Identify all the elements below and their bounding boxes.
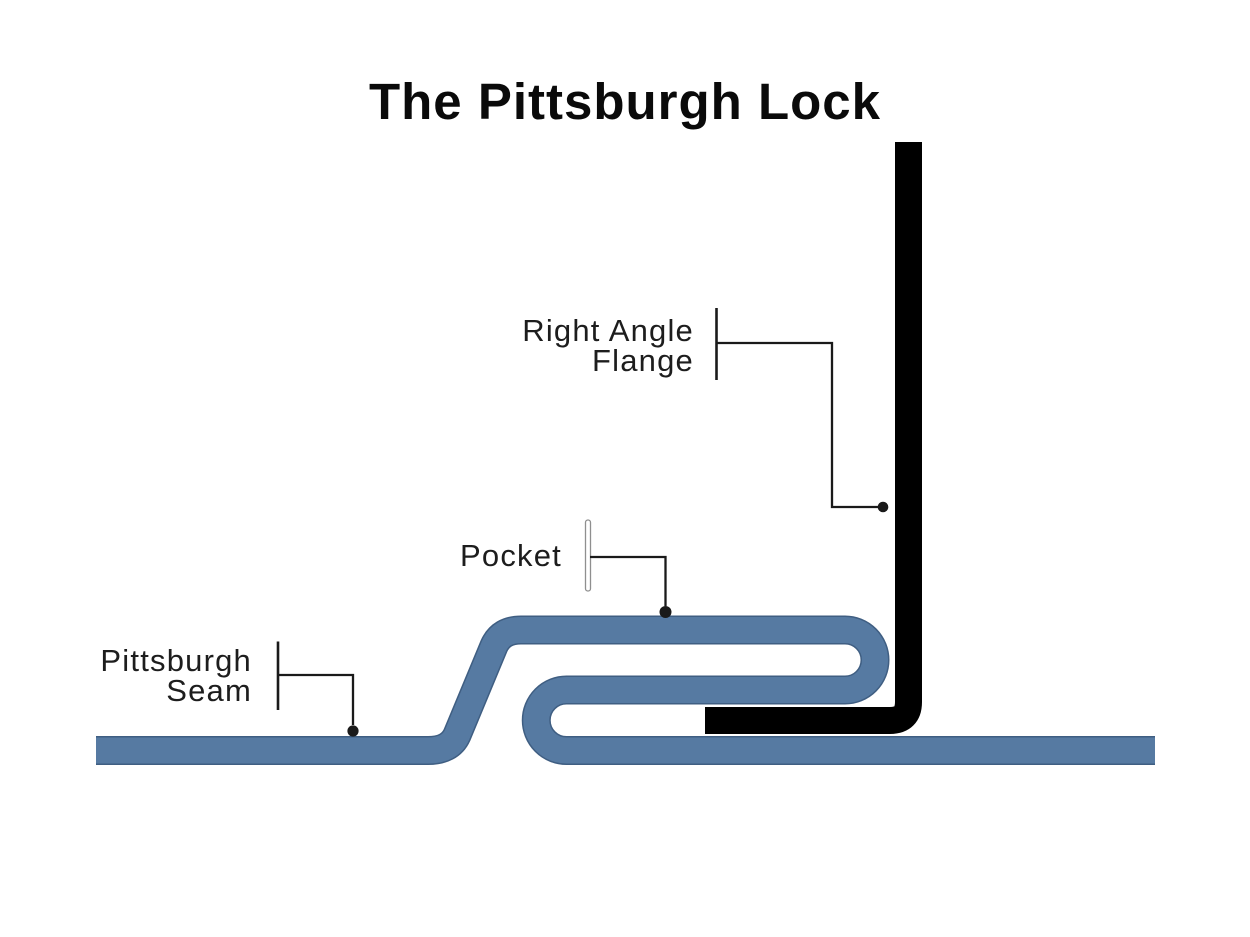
callout-leader-line [717,341,878,509]
label-line-1: Pocket [460,538,562,573]
callout-dot [347,725,359,737]
callout-tick [584,519,592,592]
callout-leader-line [278,673,355,725]
label-line-1: Pittsburgh [100,643,252,678]
label-line-2: Seam [166,673,252,708]
callout-dot [877,501,889,513]
label-pittsburgh-seam: Pittsburgh Seam [100,643,252,708]
pittsburgh-seam-callout [276,641,359,737]
label-line-2: Flange [592,343,694,378]
callout-leader-line [590,555,667,606]
label-right-angle-flange: Right Angle Flange [522,313,694,378]
callout-dot [659,606,672,618]
flange-sheet [705,142,922,734]
pocket-callout [584,519,672,618]
page-title: The Pittsburgh Lock [368,73,882,130]
seam-sheet [96,617,1155,764]
label-pocket: Pocket [460,538,562,573]
right-angle-flange-callout [715,308,889,513]
label-line-1: Right Angle [522,313,694,348]
